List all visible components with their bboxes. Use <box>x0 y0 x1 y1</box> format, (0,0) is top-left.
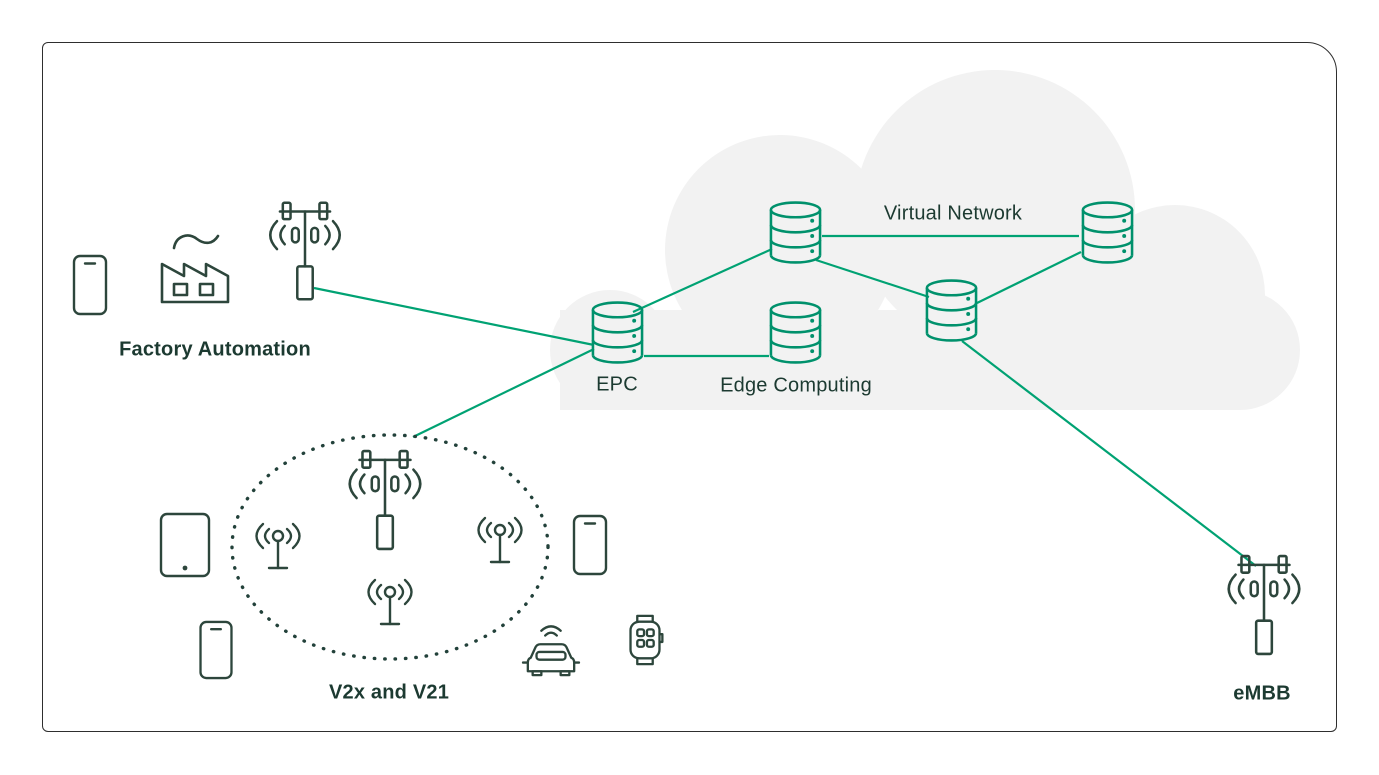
link-gateway-embb <box>961 340 1257 567</box>
antenna-icon-bottom <box>354 574 426 634</box>
link-factory-tower-epc <box>313 286 595 347</box>
smartphone-icon-bottom-left <box>198 620 234 680</box>
link-epc-v2x <box>412 348 595 438</box>
tablet-icon <box>159 512 211 578</box>
cell-tower-icon-embb <box>1217 550 1311 660</box>
antenna-icon-right <box>464 512 536 572</box>
epc-label: EPC <box>596 373 638 396</box>
link-gateway-virtual <box>976 251 1082 304</box>
smartphone-icon-right <box>572 514 608 576</box>
antenna-icon-left <box>242 518 314 578</box>
database-icon-virtual <box>1080 200 1135 265</box>
diagram-frame <box>42 42 1337 732</box>
v2x-label: V2x and V21 <box>328 681 450 704</box>
cloud-shape <box>550 70 1300 410</box>
v2x-coverage-ellipse <box>230 433 550 661</box>
database-icon-edge-computing <box>768 300 823 365</box>
smartwatch-icon <box>623 612 667 668</box>
cell-tower-icon-factory <box>258 197 352 305</box>
database-icon-gateway <box>924 278 979 343</box>
connection-lines <box>313 234 1257 567</box>
virtual-network-label: Virtual Network <box>883 202 1023 225</box>
factory-icon <box>150 228 242 310</box>
database-icon-core <box>768 200 823 265</box>
database-icon-epc <box>590 300 645 365</box>
cell-tower-icon-v2x <box>338 445 432 555</box>
smartphone-icon-factory <box>72 254 108 316</box>
edge-computing-label: Edge Computing <box>720 374 872 397</box>
car-icon <box>515 623 587 679</box>
embb-label: eMBB <box>1233 682 1291 705</box>
factory-automation-label: Factory Automation <box>119 338 311 361</box>
link-epc-core <box>632 247 773 314</box>
link-core-gateway <box>815 258 930 299</box>
